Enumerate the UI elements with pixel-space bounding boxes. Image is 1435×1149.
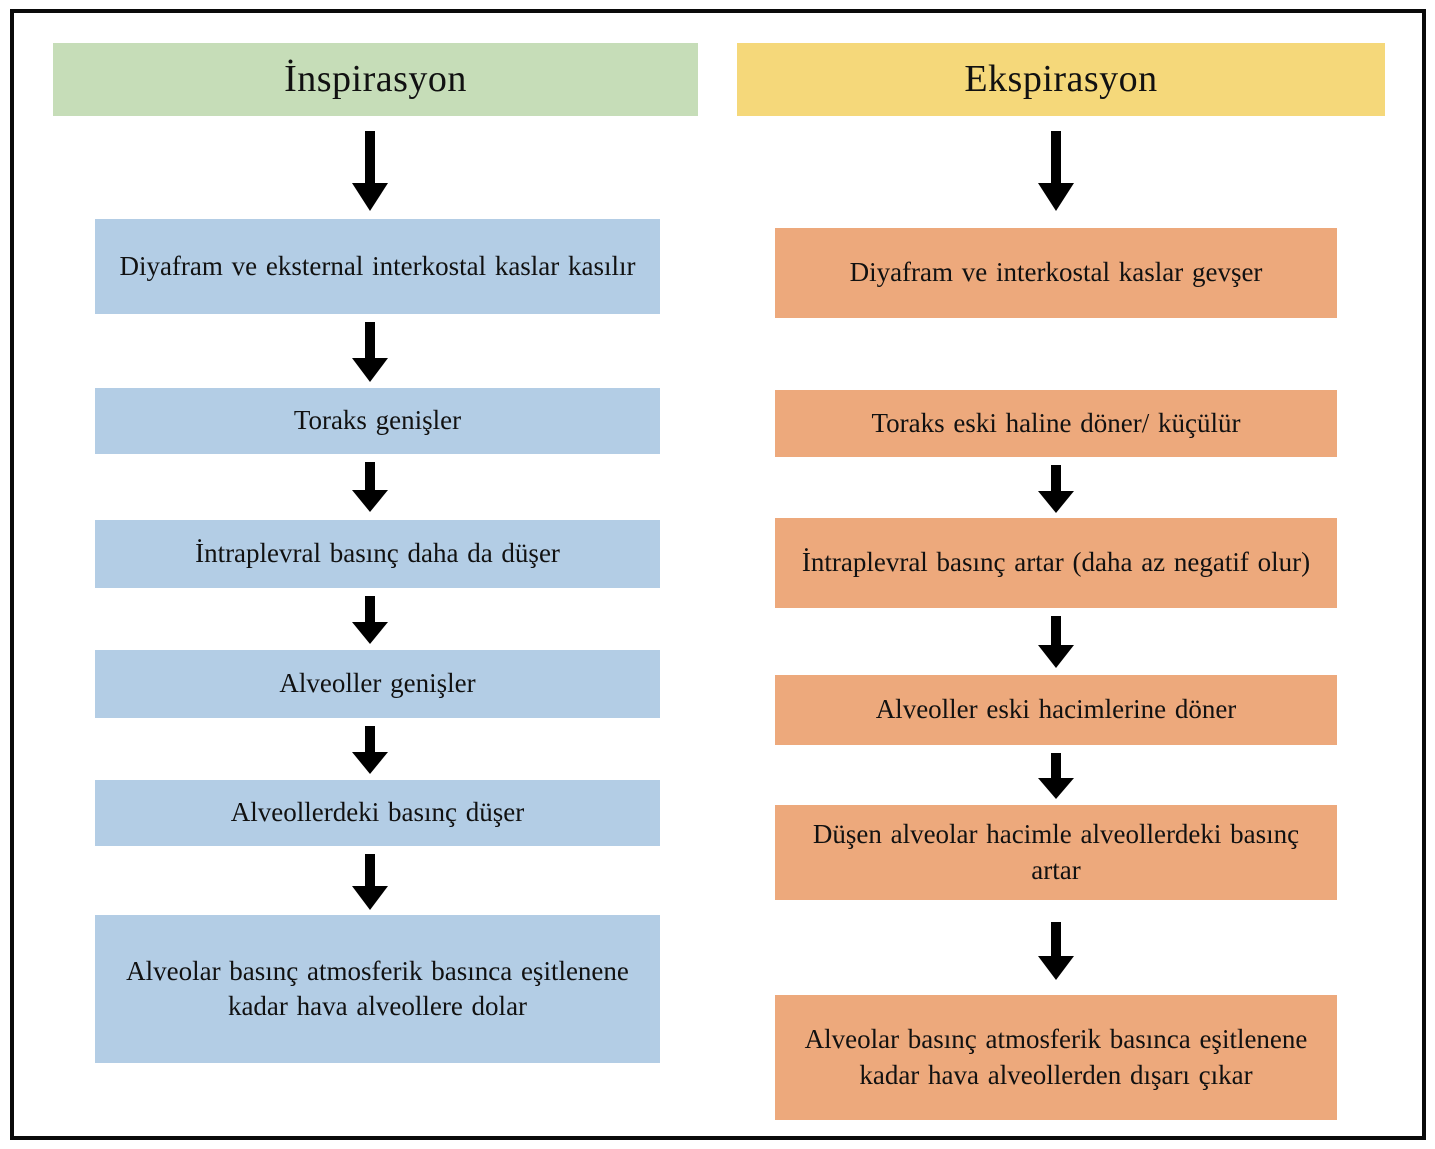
step-left-5: Alveollerdeki basınç düşer — [95, 780, 660, 846]
step-right-6: Alveolar basınç atmosferik basınca eşitl… — [775, 995, 1337, 1120]
step-left-6-label: Alveolar basınç atmosferik basınca eşitl… — [126, 955, 629, 1021]
step-left-2-label: Toraks genişler — [293, 405, 462, 436]
step-right-2: Toraks eski haline döner/ küçülür — [775, 390, 1337, 457]
step-left-5-label: Alveollerdeki basınç düşer — [230, 797, 525, 828]
step-left-4-label: Alveoller genişler — [279, 668, 476, 699]
arrow-right-0 — [1034, 131, 1078, 213]
step-left-3-label: İntraplevral basınç daha da düşer — [195, 538, 560, 569]
step-right-3-label: İntraplevral basınç artar (daha az negat… — [801, 547, 1311, 578]
column-header-ekspirasyon-label: Ekspirasyon — [964, 57, 1158, 100]
column-header-inspirasyon-label: İnspirasyon — [284, 57, 467, 100]
step-right-4-label: Alveoller eski hacimlerine döner — [875, 694, 1237, 725]
arrow-right-3 — [1034, 616, 1078, 670]
column-header-ekspirasyon: Ekspirasyon — [737, 43, 1385, 116]
step-right-4: Alveoller eski hacimlerine döner — [775, 675, 1337, 745]
step-right-2-label: Toraks eski haline döner/ küçülür — [871, 407, 1241, 438]
arrow-right-2 — [1034, 465, 1078, 515]
arrow-left-5 — [348, 854, 392, 912]
step-left-1-label: Diyafram ve eksternal interkostal kaslar… — [119, 250, 636, 281]
step-right-3: İntraplevral basınç artar (daha az negat… — [775, 518, 1337, 608]
column-header-inspirasyon: İnspirasyon — [53, 43, 698, 116]
arrow-left-1 — [348, 322, 392, 384]
arrow-right-5 — [1034, 922, 1078, 982]
step-left-3: İntraplevral basınç daha da düşer — [95, 520, 660, 588]
arrow-right-4 — [1034, 753, 1078, 801]
step-left-6: Alveolar basınç atmosferik basınca eşitl… — [95, 915, 660, 1063]
step-right-1-label: Diyafram ve interkostal kaslar gevşer — [849, 257, 1263, 288]
arrow-left-0 — [348, 131, 392, 213]
step-right-5: Düşen alveolar hacimle alveollerdeki bas… — [775, 805, 1337, 900]
step-right-5-label: Düşen alveolar hacimle alveollerdeki bas… — [812, 819, 1300, 885]
step-right-6-label: Alveolar basınç atmosferik basınca eşitl… — [804, 1024, 1308, 1090]
arrow-left-3 — [348, 596, 392, 646]
step-left-4: Alveoller genişler — [95, 650, 660, 718]
step-right-1: Diyafram ve interkostal kaslar gevşer — [775, 228, 1337, 318]
step-left-1: Diyafram ve eksternal interkostal kaslar… — [95, 219, 660, 314]
arrow-left-2 — [348, 462, 392, 514]
arrow-left-4 — [348, 726, 392, 776]
step-left-2: Toraks genişler — [95, 388, 660, 454]
